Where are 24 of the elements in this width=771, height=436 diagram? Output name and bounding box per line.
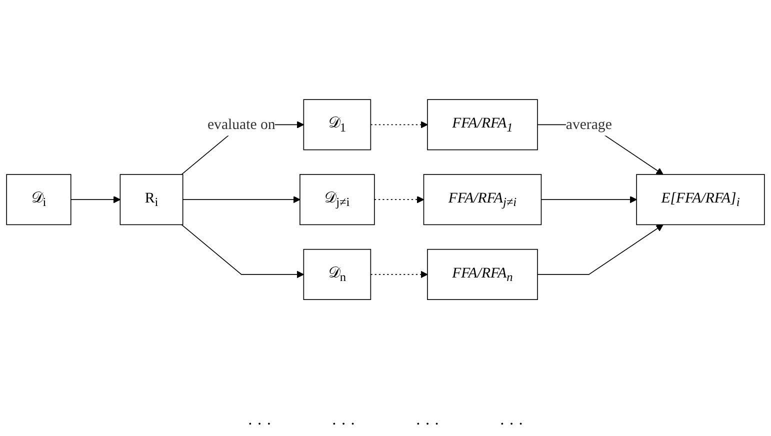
node-box [120, 174, 184, 226]
arrow [537, 224, 664, 276]
arrow [374, 196, 424, 204]
node-box [427, 249, 538, 300]
arrow [70, 196, 121, 204]
node-box [423, 174, 542, 226]
edge-label: evaluate on [207, 116, 276, 133]
ellipsis-label: · · · [248, 416, 272, 434]
ellipsis-label: · · · [332, 416, 356, 434]
flowchart-drawing: evaluate on average 𝒟$_{i}$ R$_{i}$ 𝒟$_{1}$ 𝒟$_{j≠i}$ 𝒟$_{n}$ FFA/RFA$_{1}$ FFA/RFA$_{j≠i}$ FFA/RFA$_{n}$ E[FFA/RFA]$_{i}$ [0, 93, 771, 307]
arrow [370, 122, 428, 129]
node-box [636, 174, 765, 226]
arrow [181, 224, 304, 278]
node-box [6, 174, 72, 226]
edge-label: average [566, 116, 612, 133]
node-box [300, 174, 375, 226]
arrow [370, 271, 428, 278]
ellipsis-label: · · · [416, 416, 440, 434]
arrow [182, 196, 300, 204]
ellipsis-label: · · · [499, 416, 524, 434]
node-box [303, 249, 372, 300]
node-box [303, 100, 372, 151]
node-box [427, 100, 538, 151]
arrow [540, 196, 637, 204]
